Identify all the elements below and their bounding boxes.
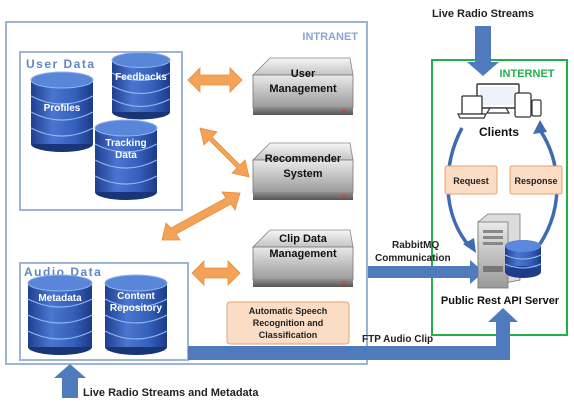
intranet-zone — [5, 21, 368, 365]
arrow-userdata-usermgmt — [187, 67, 243, 93]
clip-data-server: Clip Data Management — [252, 229, 354, 287]
rabbitmq-label-1: RabbitMQ — [392, 240, 439, 251]
db-tracking-label-2: Data — [115, 150, 137, 161]
public-api-label: Public Rest API Server — [441, 295, 560, 307]
db-tracking-icon — [94, 119, 158, 200]
db-tracking-label-1: Tracking — [105, 138, 146, 149]
db-feedbacks-icon — [111, 52, 171, 120]
db-content-label-2: Repository — [110, 303, 163, 314]
ftp-label: FTP Audio Clip — [362, 334, 433, 345]
db-metadata-label: Metadata — [38, 293, 82, 304]
arrow-audiodata-clipmgmt — [191, 260, 241, 286]
live-radio-metadata-label: Live Radio Streams and Metadata — [83, 387, 259, 399]
audio-data-title: Audio Data — [24, 265, 102, 279]
response-label: Response — [514, 176, 557, 186]
recommender-label-2: System — [283, 168, 322, 180]
clip-label-1: Clip Data — [279, 233, 328, 245]
request-note — [444, 165, 498, 195]
user-management-server: User Management — [252, 57, 354, 115]
asr-line-2: Recognition and — [253, 318, 324, 328]
clip-label-2: Management — [269, 248, 337, 260]
user-mgmt-label-1: User — [291, 68, 316, 80]
asr-note — [226, 301, 350, 345]
db-profiles-icon — [30, 71, 94, 152]
asr-line-3: Classification — [259, 330, 318, 340]
db-metadata-icon — [27, 274, 93, 355]
user-data-title: User Data — [26, 57, 96, 71]
databases-layer — [27, 52, 171, 355]
ftp-arrow — [188, 308, 518, 360]
db-content-icon — [104, 274, 168, 355]
arrow-userdata-recommender — [199, 127, 250, 178]
recommender-server: Recommender System — [252, 142, 354, 200]
public-api-server-icon — [477, 213, 542, 289]
internet-title: INTERNET — [500, 68, 555, 80]
request-curve-arrowhead — [463, 238, 476, 253]
db-feedbacks-label: Feedbacks — [115, 72, 167, 83]
recommender-label-1: Recommender — [265, 153, 342, 165]
response-note — [509, 165, 563, 195]
live-radio-metadata-arrow-up — [54, 364, 86, 398]
intranet-title: INTRANET — [302, 31, 358, 43]
live-radio-arrow-down — [467, 26, 499, 76]
arrow-audiodata-recommender — [161, 191, 241, 241]
db-content-label-1: Content — [117, 291, 155, 302]
clients-devices-icon — [457, 83, 542, 119]
request-label: Request — [453, 176, 489, 186]
clients-label: Clients — [479, 125, 519, 139]
user-mgmt-label-2: Management — [269, 83, 337, 95]
rabbitmq-label-2: Communication — [375, 253, 451, 264]
rabbitmq-arrow — [368, 260, 484, 284]
db-profiles-label: Profiles — [44, 103, 81, 114]
response-curve-arrowhead — [533, 120, 547, 134]
live-radio-streams-label: Live Radio Streams — [432, 8, 534, 20]
asr-line-1: Automatic Speech — [249, 306, 328, 316]
